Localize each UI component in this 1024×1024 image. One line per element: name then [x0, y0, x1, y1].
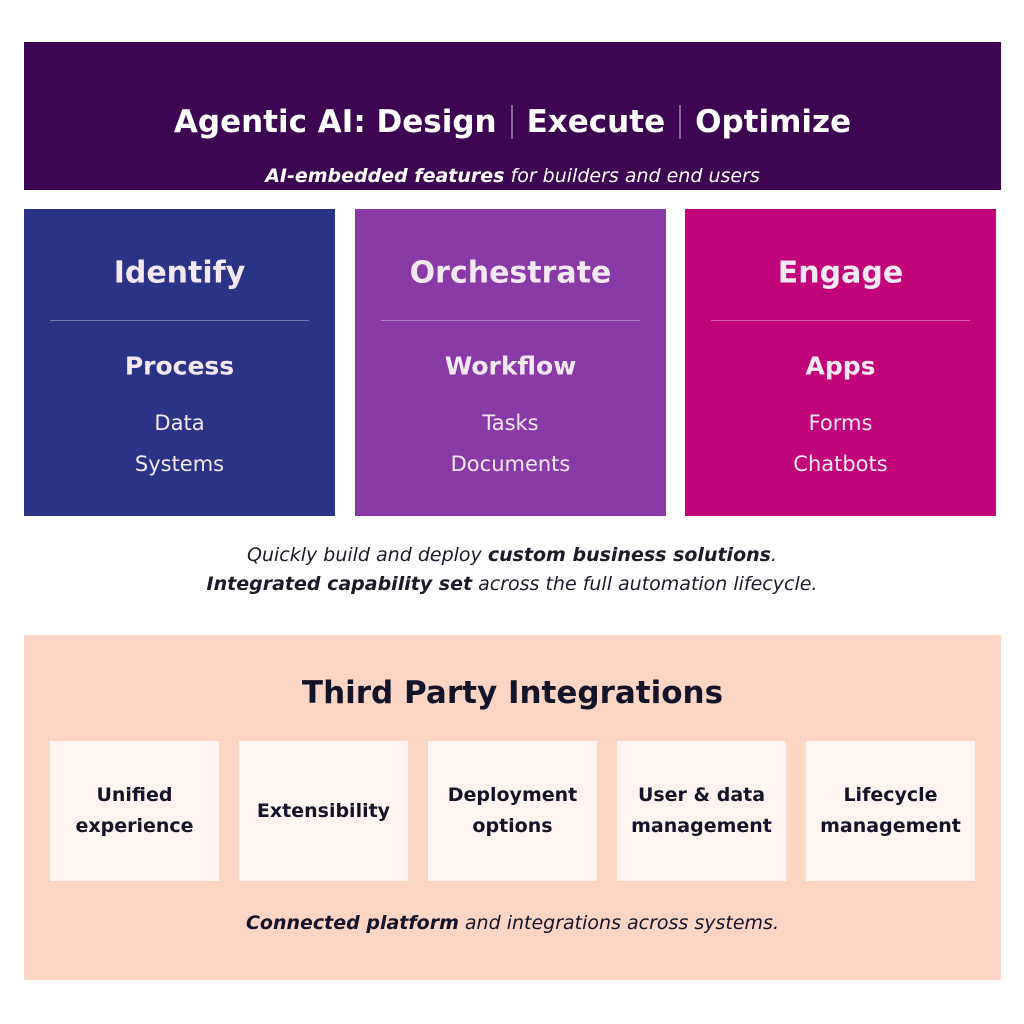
pillar-item: Forms — [808, 411, 873, 435]
banner-title: Agentic AI: Design Execute Optimize — [24, 104, 1001, 140]
integration-card-unified-experience: Unified experience — [50, 741, 219, 881]
banner-title-execute: Execute — [526, 104, 666, 140]
pillar-orchestrate: Orchestrate Workflow Tasks Documents — [355, 209, 666, 516]
caption-line-2: Integrated capability set across the ful… — [0, 573, 1024, 595]
caption-bold-text: custom business solutions — [487, 544, 771, 566]
integrations-footer: Connected platform and integrations acro… — [24, 912, 1001, 934]
integration-card-label: Extensibility — [256, 799, 391, 822]
pillar-heading: Engage — [777, 255, 904, 291]
pillar-heading: Orchestrate — [409, 255, 612, 291]
pillar-divider — [711, 320, 970, 321]
caption-bold-text: Integrated capability set — [206, 573, 473, 595]
pillar-divider — [50, 320, 309, 321]
caption-text: . — [770, 544, 778, 566]
integration-card-deployment-options: Deployment options — [428, 741, 597, 881]
pillar-item: Systems — [134, 452, 225, 476]
agentic-ai-banner: Agentic AI: Design Execute Optimize AI-e… — [24, 42, 1001, 190]
integration-card-user-data-management: User & data management — [617, 741, 786, 881]
caption-line-1: Quickly build and deploy custom business… — [0, 544, 1024, 566]
integration-card-label: Deployment options — [447, 784, 578, 837]
banner-divider — [510, 105, 513, 139]
pillar-item: Tasks — [482, 411, 539, 435]
banner-subtitle-bold: AI-embedded features — [265, 165, 505, 187]
pillar-subheading: Process — [124, 351, 235, 381]
banner-title-design: Agentic AI: Design — [173, 104, 497, 140]
caption-text: across the full automation lifecycle. — [472, 573, 818, 595]
banner-subtitle-rest: for builders and end users — [504, 165, 760, 187]
integration-card-extensibility: Extensibility — [239, 741, 408, 881]
pillar-item: Documents — [450, 452, 571, 476]
pillar-heading: Identify — [113, 255, 246, 291]
pillar-divider — [381, 320, 640, 321]
third-party-integrations-panel: Third Party Integrations Unified experie… — [24, 635, 1001, 980]
pillar-subheading: Workflow — [444, 351, 577, 381]
pillar-identify: Identify Process Data Systems — [24, 209, 335, 516]
integrations-title: Third Party Integrations — [301, 675, 724, 711]
integration-card-label: Unified experience — [75, 784, 194, 837]
banner-divider — [679, 105, 682, 139]
pillar-item: Chatbots — [793, 452, 888, 476]
caption-text: Quickly build and deploy — [246, 544, 488, 566]
banner-subtitle: AI-embedded features for builders and en… — [24, 165, 1001, 187]
pillar-subheading: Apps — [805, 351, 876, 381]
banner-title-optimize: Optimize — [695, 104, 852, 140]
integrations-footer-bold: Connected platform — [245, 912, 459, 934]
pillar-engage: Engage Apps Forms Chatbots — [685, 209, 996, 516]
integration-card-label: User & data management — [631, 784, 772, 837]
integrations-footer-rest: and integrations across systems. — [458, 912, 779, 934]
integration-card-label: Lifecycle management — [820, 784, 961, 837]
pillar-item: Data — [154, 411, 205, 435]
integration-card-lifecycle-management: Lifecycle management — [806, 741, 975, 881]
